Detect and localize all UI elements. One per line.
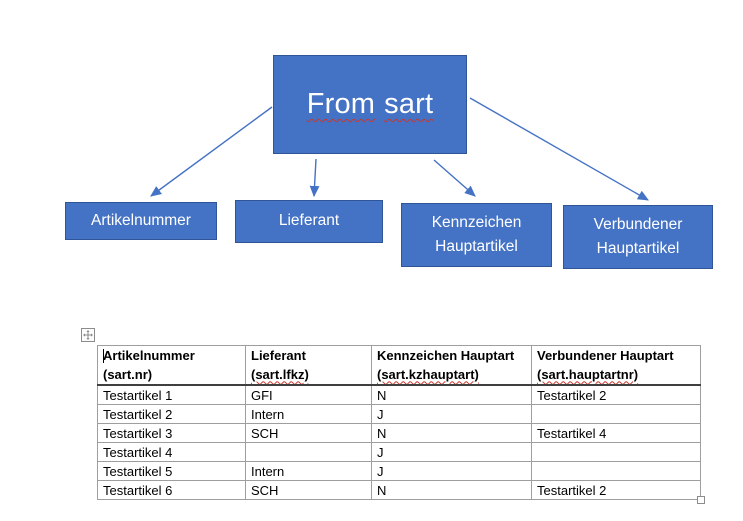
- table-body: Testartikel 1 GFI N Testartikel 2 Testar…: [97, 384, 701, 500]
- table-header-row: Artikelnummer (sart.nr) Lieferant (sart.…: [97, 345, 701, 386]
- column-field: (sart.hauptartnr): [537, 366, 639, 382]
- box-label: Kennzeichen Hauptartikel: [431, 213, 522, 255]
- table-row: Testartikel 3 SCH N Testartikel 4: [97, 423, 701, 443]
- diagram-box-verbundener-hauptartikel[interactable]: Verbundener Hauptartikel: [563, 205, 713, 269]
- cell-verbundener[interactable]: Testartikel 2: [531, 480, 701, 500]
- cell-artikelnummer[interactable]: Testartikel 3: [97, 423, 246, 443]
- move-icon: [83, 330, 93, 340]
- column-title: Lieferant: [251, 348, 306, 363]
- table-row: Testartikel 6 SCH N Testartikel 2: [97, 480, 701, 500]
- connector-arrows: [150, 97, 649, 201]
- cell-kennzeichen[interactable]: N: [371, 384, 532, 405]
- cell-artikelnummer[interactable]: Testartikel 5: [97, 461, 246, 481]
- cell-lieferant[interactable]: SCH: [245, 423, 372, 443]
- table-row: Testartikel 1 GFI N Testartikel 2: [97, 384, 701, 405]
- table-row: Testartikel 4 J: [97, 442, 701, 462]
- arrow-root-to-lieferant[interactable]: [309, 158, 320, 198]
- arrow-root-to-artikelnummer[interactable]: [150, 106, 273, 197]
- cell-verbundener[interactable]: [531, 461, 701, 481]
- cell-verbundener[interactable]: Testartikel 4: [531, 423, 701, 443]
- cell-artikelnummer[interactable]: Testartikel 1: [97, 384, 246, 405]
- column-field: (sart.nr): [103, 366, 153, 382]
- diagram-box-kennzeichen-hauptartikel[interactable]: Kennzeichen Hauptartikel: [401, 203, 552, 267]
- cell-kennzeichen[interactable]: J: [371, 461, 532, 481]
- table-resize-handle[interactable]: [697, 496, 705, 504]
- table-move-handle[interactable]: [81, 328, 95, 342]
- box-label: Verbundener Hauptartikel: [593, 215, 683, 257]
- cell-kennzeichen[interactable]: J: [371, 442, 532, 462]
- column-title: Verbundener Hauptart: [537, 348, 674, 363]
- cell-verbundener[interactable]: Testartikel 2: [531, 384, 701, 405]
- column-field: (sart.lfkz): [251, 366, 309, 382]
- cell-lieferant[interactable]: Intern: [245, 461, 372, 481]
- cell-lieferant[interactable]: SCH: [245, 480, 372, 500]
- cell-kennzeichen[interactable]: N: [371, 480, 532, 500]
- column-header-lieferant[interactable]: Lieferant (sart.lfkz): [245, 345, 372, 386]
- box-label: Lieferant: [278, 212, 340, 230]
- root-label-word: From: [306, 88, 376, 120]
- cell-lieferant[interactable]: GFI: [245, 384, 372, 405]
- diagram-box-artikelnummer[interactable]: Artikelnummer: [65, 202, 217, 240]
- column-header-artikelnummer[interactable]: Artikelnummer (sart.nr): [97, 345, 246, 386]
- diagram-box-lieferant[interactable]: Lieferant: [235, 200, 383, 243]
- box-label: Artikelnummer: [91, 211, 191, 229]
- cell-kennzeichen[interactable]: J: [371, 404, 532, 424]
- arrow-root-to-kennzeichen[interactable]: [433, 159, 476, 197]
- cell-artikelnummer[interactable]: Testartikel 6: [97, 480, 246, 500]
- table-row: Testartikel 5 Intern J: [97, 461, 701, 481]
- article-table[interactable]: Artikelnummer (sart.nr) Lieferant (sart.…: [97, 345, 701, 500]
- cell-lieferant[interactable]: Intern: [245, 404, 372, 424]
- table-header: Artikelnummer (sart.nr) Lieferant (sart.…: [97, 345, 701, 386]
- column-title: Kennzeichen Hauptart: [377, 348, 515, 363]
- cell-lieferant[interactable]: [245, 442, 372, 462]
- column-header-kennzeichen-hauptart[interactable]: Kennzeichen Hauptart (sart.kzhauptart): [371, 345, 532, 386]
- cell-artikelnummer[interactable]: Testartikel 2: [97, 404, 246, 424]
- column-title: Artikelnummer: [103, 348, 195, 363]
- cell-verbundener[interactable]: [531, 404, 701, 424]
- column-header-verbundener-hauptart[interactable]: Verbundener Hauptart (sart.hauptartnr): [531, 345, 701, 386]
- cell-verbundener[interactable]: [531, 442, 701, 462]
- column-field: (sart.kzhauptart): [377, 366, 479, 382]
- cell-kennzeichen[interactable]: N: [371, 423, 532, 443]
- root-label-word: sart: [384, 88, 434, 120]
- text-insertion-cursor: [103, 349, 105, 363]
- arrow-root-to-verbundener[interactable]: [469, 97, 649, 201]
- table-row: Testartikel 2 Intern J: [97, 404, 701, 424]
- cell-artikelnummer[interactable]: Testartikel 4: [97, 442, 246, 462]
